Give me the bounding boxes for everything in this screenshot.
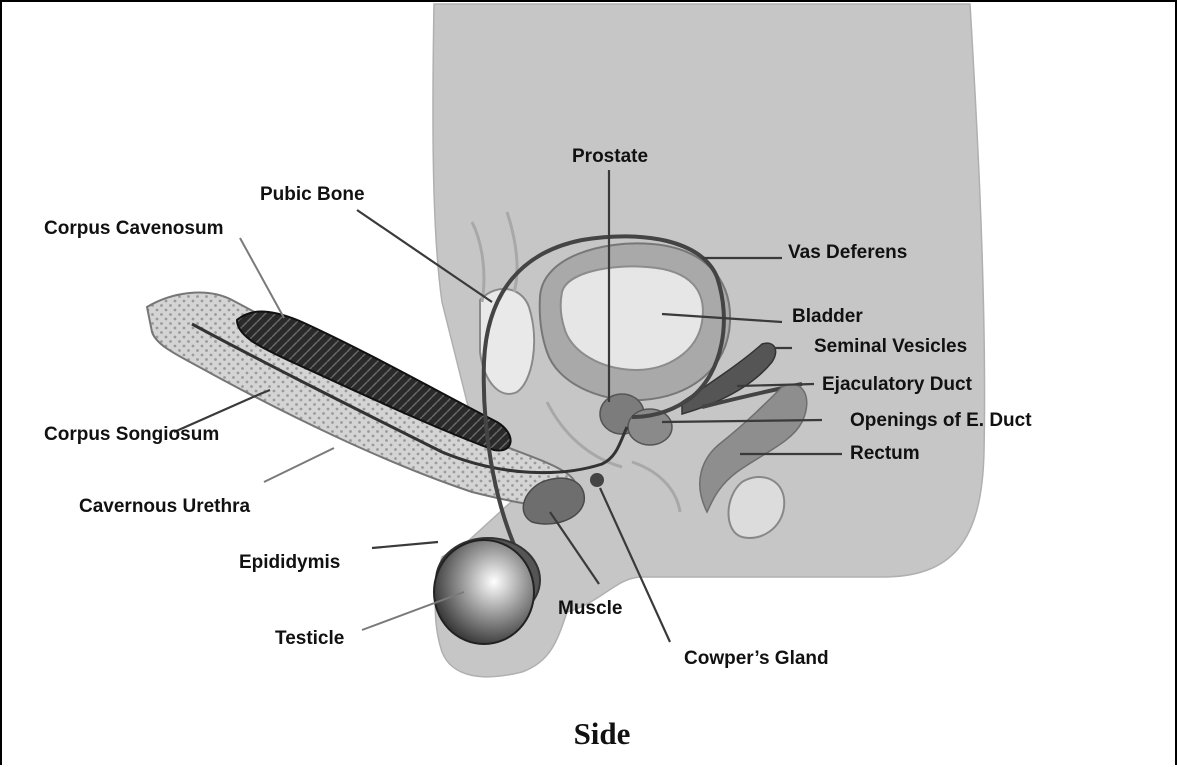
label-seminal-vesicles: Seminal Vesicles <box>814 336 967 357</box>
label-muscle: Muscle <box>558 598 622 619</box>
label-corpus-songiosum: Corpus Songiosum <box>44 424 219 445</box>
corpus-cavenosum-leader <box>240 238 284 318</box>
label-cowpers-gland: Cowper’s Gland <box>684 648 829 669</box>
label-vas-deferens: Vas Deferens <box>788 242 907 263</box>
testicle-shape <box>434 540 534 644</box>
epididymis-leader <box>372 542 438 548</box>
pubic-bone-shape <box>480 289 534 394</box>
label-bladder: Bladder <box>792 306 863 327</box>
label-openings-e-duct: Openings of E. Duct <box>850 410 1032 431</box>
label-cavernous-urethra: Cavernous Urethra <box>79 496 250 517</box>
caption: Side <box>574 716 631 751</box>
label-rectum: Rectum <box>850 443 920 464</box>
cavernous-urethra-leader <box>264 448 334 482</box>
label-corpus-cavenosum: Corpus Cavenosum <box>44 218 223 239</box>
label-epididymis: Epididymis <box>239 552 340 573</box>
label-pubic-bone: Pubic Bone <box>260 184 365 205</box>
label-prostate: Prostate <box>572 146 648 167</box>
label-ejaculatory-duct: Ejaculatory Duct <box>822 374 973 395</box>
cowpers-gland-shape <box>590 473 604 487</box>
label-testicle: Testicle <box>275 628 344 649</box>
